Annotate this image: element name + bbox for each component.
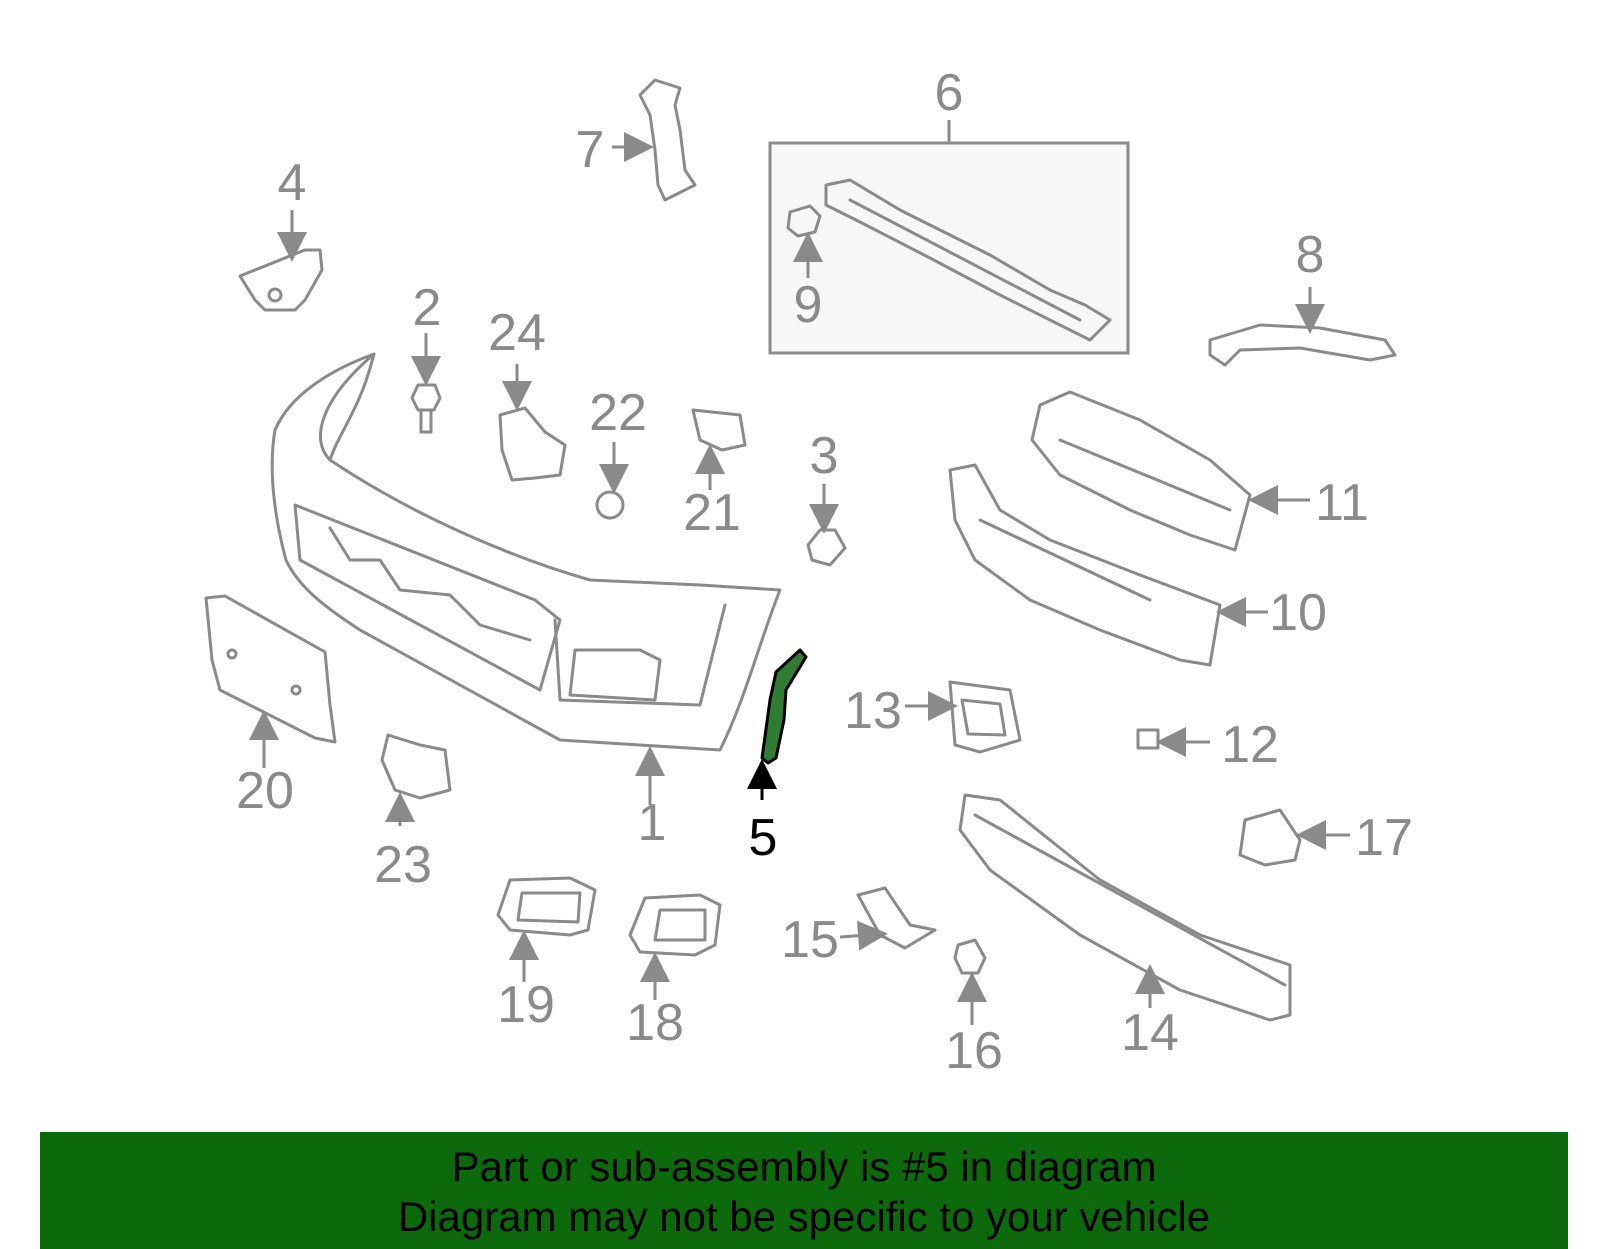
part-23-bracket [380,733,452,800]
callout-5: 5 [749,809,778,867]
part-2-bolt [410,383,442,434]
part-24-sensor [498,406,567,482]
callout-10: 10 [1269,584,1327,642]
callout-17: 17 [1355,809,1413,867]
part-7-bracket [638,78,697,202]
part-12-clip [1136,728,1160,750]
part-5-reinforcement [760,648,808,765]
callout-16: 16 [945,1022,1003,1080]
callout-15: 15 [781,911,839,969]
part-18-bezel [628,893,722,957]
banner-line-disclaimer: Diagram may not be specific to your vehi… [397,1193,1211,1240]
callout-12: 12 [1221,716,1279,774]
part-16-clip [953,938,987,975]
callout-11: 11 [1315,474,1369,532]
part-15-bracket [856,886,937,950]
callout-1: 1 [638,794,667,852]
callout-6: 6 [935,64,964,122]
callout-9: 9 [794,276,823,334]
part-21-bracket [691,408,747,452]
callout-22: 22 [589,384,647,442]
subassembly-box-6 [768,141,1130,355]
callout-24: 24 [488,304,546,362]
parts-diagram: 1 2 3 4 5 6 7 8 9 10 11 12 13 14 15 16 1… [204,64,1413,1080]
callout-20: 20 [236,762,294,820]
banner-line-part: Part or sub-assembly is #5 in diagram [451,1143,1157,1190]
callout-8: 8 [1296,226,1325,284]
callout-2: 2 [413,279,442,337]
callout-13: 13 [844,682,902,740]
part-19-bezel [496,876,597,937]
part-13-bracket [948,680,1022,754]
part-3-clip [806,528,847,567]
callout-19: 19 [497,976,555,1034]
callout-3: 3 [810,427,839,485]
part-8-bracket [1208,323,1397,367]
callout-18: 18 [626,994,684,1052]
part-14-bumper-beam [958,793,1292,1022]
part-11-grille [1030,390,1252,552]
part-10-grille-frame [948,463,1222,667]
part-6-bar [824,178,1112,342]
callout-4: 4 [278,154,307,212]
part-17-bracket [1238,808,1302,867]
info-banner: Part or sub-assembly is #5 in diagram Di… [40,1132,1568,1249]
part-22-clip [595,490,625,520]
part-4-bracket [238,248,324,312]
callout-21: 21 [683,484,741,542]
part-20-plate-bracket [204,594,337,744]
callout-23: 23 [374,836,432,894]
callout-7: 7 [576,121,605,179]
part-1-bumper-cover [270,352,782,752]
callout-14: 14 [1121,1004,1179,1062]
